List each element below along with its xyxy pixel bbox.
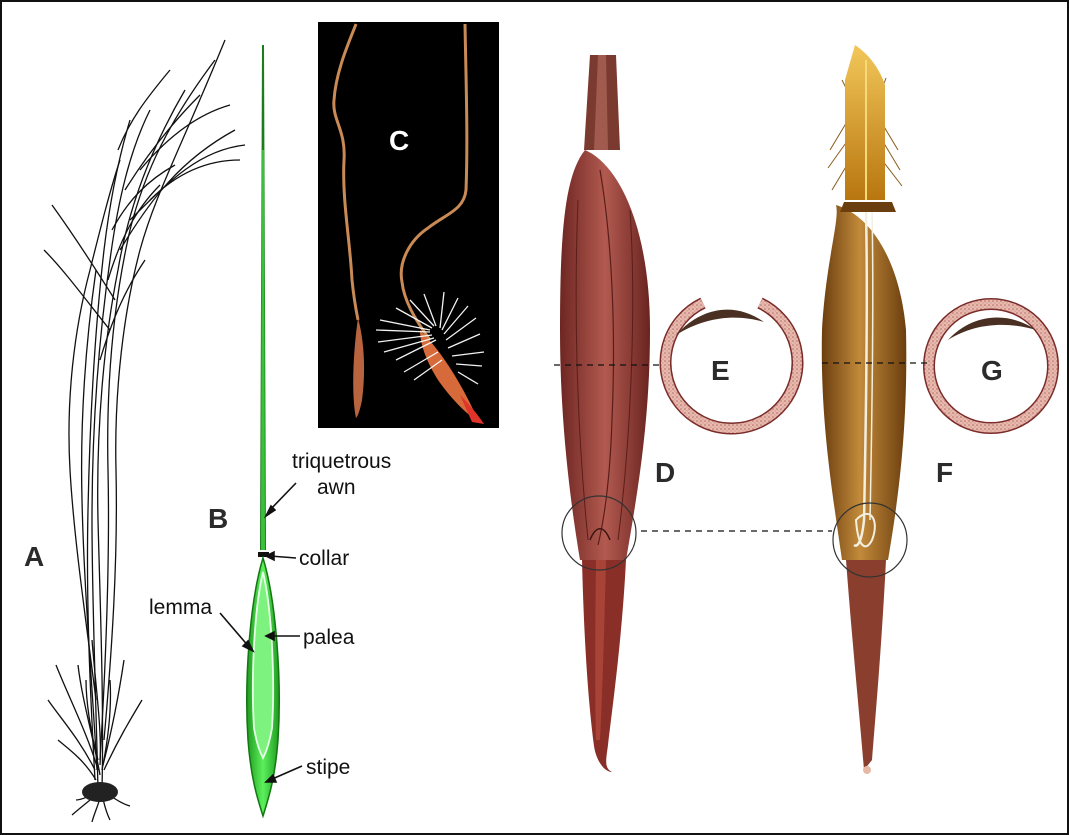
floret-photo-d xyxy=(560,55,650,772)
label-triquetrous: triquetrous xyxy=(292,450,391,473)
label-collar: collar xyxy=(299,547,349,570)
panel-label-f: F xyxy=(936,457,953,488)
label-awn: awn xyxy=(317,476,356,499)
panel-label-b: B xyxy=(208,503,228,534)
plant-root-ball xyxy=(82,782,118,802)
panel-label-a: A xyxy=(24,541,44,572)
cross-section-e xyxy=(666,303,798,429)
floret-schematic xyxy=(247,45,279,816)
grass-plant-drawing xyxy=(44,40,245,822)
floret-render-f xyxy=(822,45,907,774)
panel-label-d: D xyxy=(655,457,675,488)
panel-label-g: G xyxy=(981,355,1003,386)
photo-panel-c xyxy=(318,22,499,428)
panel-label-c: C xyxy=(389,125,409,156)
label-lemma: lemma xyxy=(149,596,212,619)
label-palea: palea xyxy=(303,626,355,649)
label-stipe: stipe xyxy=(306,756,350,779)
panel-label-e: E xyxy=(711,355,730,386)
